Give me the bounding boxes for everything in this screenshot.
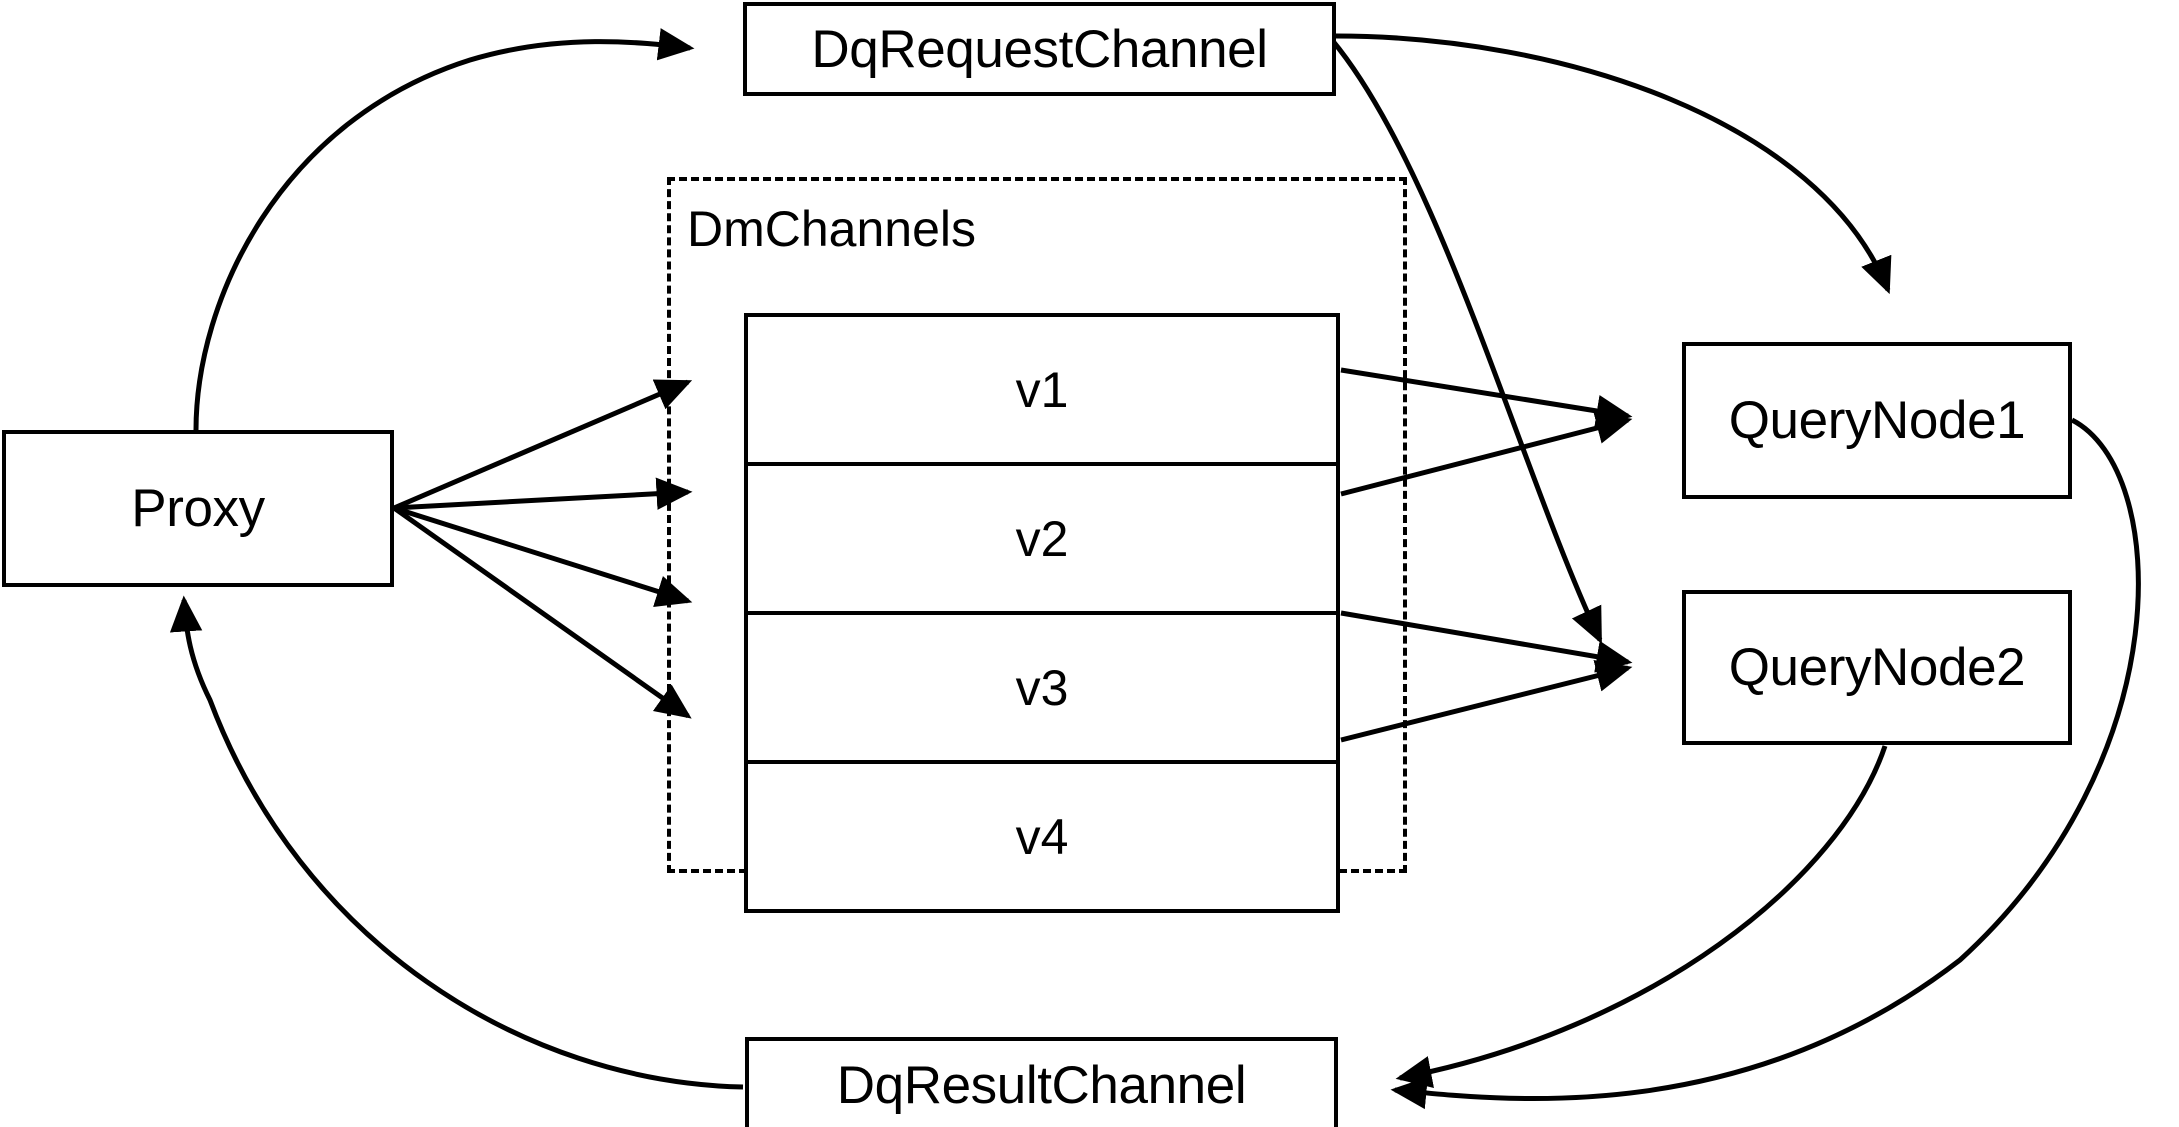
edge-v2-to-query-node-1 — [1340, 412, 1633, 497]
node-proxy-label: Proxy — [131, 479, 265, 538]
vchannel-row-v3[interactable]: v3 — [748, 615, 1336, 764]
edge-proxy-to-v3 — [393, 505, 693, 607]
vchannel-row-v4[interactable]: v4 — [748, 764, 1336, 909]
edge-proxy-to-v2 — [393, 477, 693, 511]
edge-proxy-to-dq-request-channel — [193, 28, 695, 431]
edge-proxy-to-v1 — [393, 379, 693, 511]
edge-query-node-2-to-dq-result-channel — [1395, 745, 1888, 1088]
node-dq-result-channel-label: DqResultChannel — [836, 1055, 1247, 1115]
node-dq-request-channel[interactable]: DqRequestChannel — [743, 2, 1336, 96]
vchannel-label: v2 — [1015, 510, 1069, 567]
edge-proxy-to-v4 — [392, 505, 692, 719]
vchannel-label: v1 — [1015, 361, 1069, 418]
edge-v4-to-query-node-2 — [1340, 659, 1633, 743]
edge-dq-request-channel-to-query-node-1 — [1335, 33, 1892, 295]
dm-channels-group-label: DmChannels — [687, 201, 977, 257]
node-dq-result-channel[interactable]: DqResultChannel — [745, 1037, 1338, 1127]
node-query-node-2-label: QueryNode2 — [1728, 638, 2026, 697]
vchannel-label: v4 — [1015, 808, 1069, 865]
vchannel-label: v3 — [1015, 659, 1069, 716]
edge-query-node-1-to-dq-result-channel — [1390, 417, 2141, 1110]
vchannel-row-v1[interactable]: v1 — [748, 317, 1336, 466]
vchannel-table: v1 v2 v3 v4 — [744, 313, 1340, 913]
edge-dq-result-channel-to-proxy — [169, 595, 744, 1090]
edge-dq-request-channel-to-query-node-2 — [1330, 38, 1603, 645]
vchannel-row-v2[interactable]: v2 — [748, 466, 1336, 615]
edge-v3-to-query-node-2 — [1340, 610, 1633, 673]
node-dq-request-channel-label: DqRequestChannel — [811, 19, 1268, 79]
node-query-node-2[interactable]: QueryNode2 — [1682, 590, 2072, 745]
node-proxy[interactable]: Proxy — [2, 430, 394, 587]
edge-v1-to-query-node-1 — [1340, 367, 1633, 428]
node-query-node-1[interactable]: QueryNode1 — [1682, 342, 2072, 499]
node-query-node-1-label: QueryNode1 — [1728, 391, 2026, 450]
